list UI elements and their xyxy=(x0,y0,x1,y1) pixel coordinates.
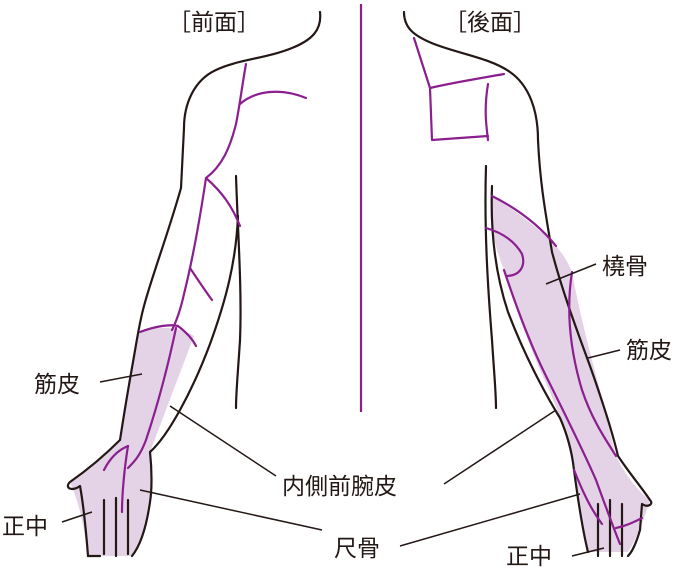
leader-radial xyxy=(545,263,597,285)
leader-median-back xyxy=(571,547,605,557)
heading-back: ［後面］ xyxy=(444,10,536,36)
back-shaded-zone xyxy=(490,196,650,552)
leader-lines xyxy=(61,263,621,557)
heading-front: ［前面］ xyxy=(168,10,260,36)
back-nerve-lines xyxy=(412,36,644,546)
label-musculocutaneous-back: 筋皮 xyxy=(626,338,672,364)
leader-musculocutaneous-front xyxy=(99,373,143,383)
leader-ulnar-front xyxy=(139,489,323,531)
leader-medial-antebrachial-front xyxy=(169,405,277,477)
leader-median-front xyxy=(61,511,93,523)
front-view xyxy=(66,10,322,558)
front-torso-side xyxy=(234,174,242,410)
front-arm-outline xyxy=(66,10,322,558)
front-fingers xyxy=(86,496,130,558)
label-median-back: 正中 xyxy=(506,544,552,570)
label-ulnar: 尺骨 xyxy=(334,536,380,562)
back-arm-outline xyxy=(402,10,653,558)
back-view xyxy=(402,10,653,558)
leader-musculocutaneous-back xyxy=(587,349,621,359)
back-torso-side xyxy=(484,164,498,410)
leader-ulnar-back xyxy=(399,493,581,547)
leader-medial-antebrachial-back xyxy=(443,409,557,485)
front-arm-inner-outline xyxy=(130,214,240,558)
label-median-front: 正中 xyxy=(2,514,48,540)
label-musculocutaneous-front: 筋皮 xyxy=(34,372,80,398)
front-nerve-lines xyxy=(102,62,308,514)
label-medial-antebrachial: 内側前腕皮 xyxy=(282,474,397,500)
back-fingers xyxy=(596,498,624,558)
label-radial: 橈骨 xyxy=(602,254,648,280)
